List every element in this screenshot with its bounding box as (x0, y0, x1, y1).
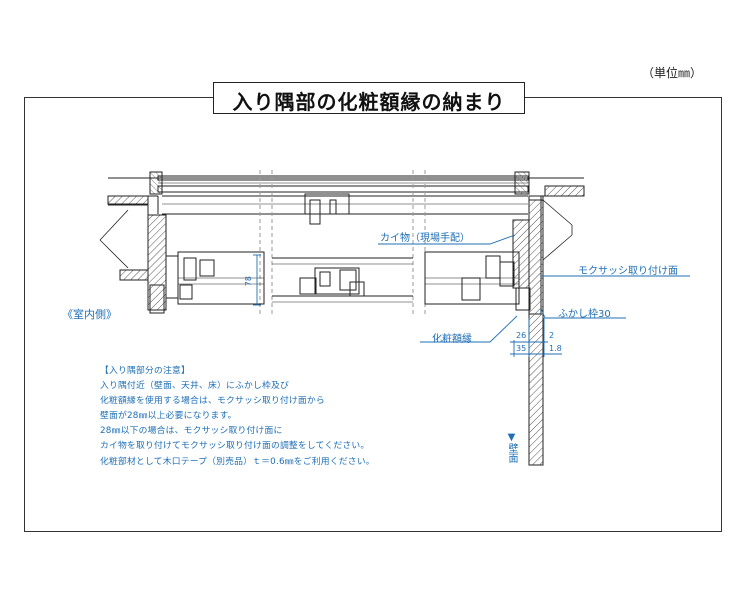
left-wall-section (99, 204, 179, 314)
dimension-35: 35 (516, 344, 527, 353)
upper-sash-section (107, 171, 585, 225)
wall-surface-label: ▼壁面 (506, 432, 517, 463)
dimension-26: 26 (516, 331, 527, 340)
note-line: 壁面が28㎜以上必要になります。 (100, 411, 237, 421)
note-line: 28㎜以下の場合は、モクサッシ取り付け面に (100, 426, 283, 436)
note-line: 入り隅付近（壁面、天井、床）にふかし枠及び (100, 381, 289, 391)
kaimono-label: カイ物（現場手配） (380, 233, 470, 244)
fukashi-label: ふかし枠30 (558, 309, 611, 320)
indoor-side-label: 《室内側》 (62, 308, 117, 321)
annotation-leaders (253, 234, 690, 357)
lower-sash-section (177, 251, 520, 305)
mokusash-face-label: モクサッシ取り付け面 (578, 266, 678, 277)
gakubuchi-label: 化粧額縁 (432, 334, 472, 345)
unit-label: （単位㎜） (642, 66, 703, 80)
drawing-title: 入り隅部の化粧額縁の納まり (232, 90, 506, 114)
dimension-1-8: 1.8 (549, 344, 562, 353)
note-line: 化粧額縁を使用する場合は、モクサッシ取り付け面から (100, 396, 325, 406)
note-line: 化粧部材として木口テープ（別売品）ｔ＝0.6㎜をご利用ください。 (100, 457, 375, 467)
right-wall-section (512, 195, 573, 466)
note-line: カイ物を取り付けてモクサッシ取り付け面の調整をしてください。 (100, 441, 370, 451)
title-box: 入り隅部の化粧額縁の納まり (213, 82, 525, 114)
dimension-2: 2 (549, 331, 555, 340)
dimension-78: 78 (244, 276, 253, 287)
note-heading: 【入り隅部分の注意】 (100, 366, 190, 376)
